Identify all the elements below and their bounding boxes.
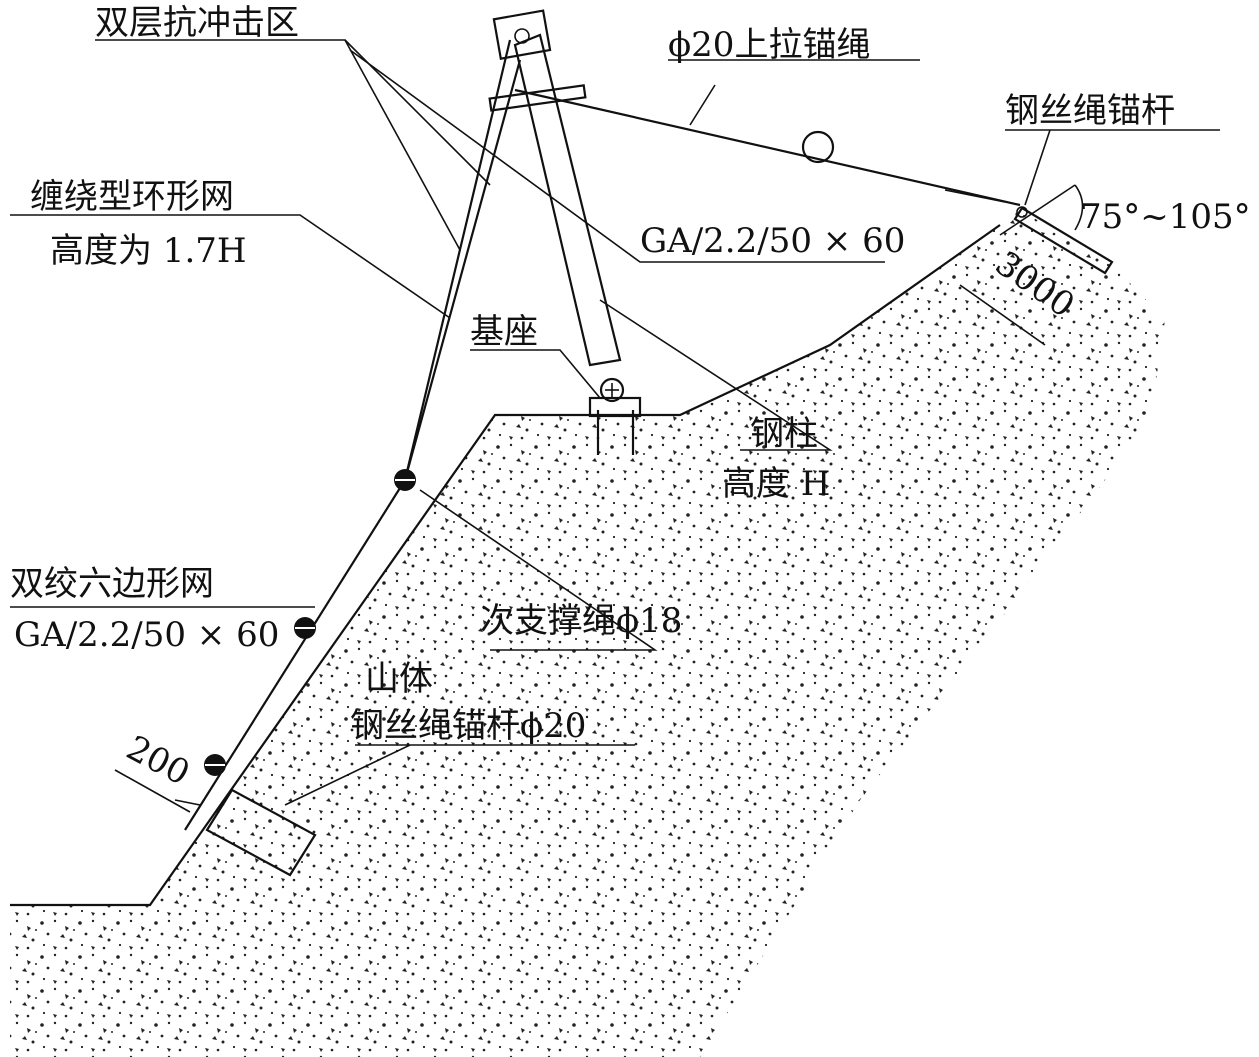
mountain-body bbox=[10, 210, 1165, 1057]
label-hex-net-spec: GA/2.2/50 × 60 bbox=[14, 615, 279, 655]
label-hex-net: 双绞六边形网 bbox=[10, 564, 214, 604]
label-wire-rope-anchor-bottom: 钢丝绳锚杆ϕ20 bbox=[350, 706, 586, 746]
column-top bbox=[492, 9, 552, 60]
base-icon bbox=[588, 377, 642, 455]
support-ball bbox=[394, 469, 416, 491]
label-wire-rope-anchor-top: 钢丝绳锚杆 bbox=[1005, 91, 1175, 131]
ring-net-line bbox=[403, 39, 512, 481]
support-ball bbox=[294, 617, 316, 639]
rope-ring bbox=[801, 130, 835, 164]
top-anchor-rod bbox=[959, 184, 1114, 346]
leader-lines bbox=[10, 39, 1220, 806]
upper-anchor-rope bbox=[514, 88, 1021, 207]
bottom-anchor-rod bbox=[205, 788, 317, 877]
steel-column bbox=[513, 33, 622, 367]
label-ring-net-height: 高度为 1.7H bbox=[50, 231, 247, 271]
label-mountain: 山体 bbox=[365, 659, 433, 699]
label-upper-anchor-rope: ϕ20上拉锚绳 bbox=[668, 25, 870, 65]
label-column-height: 高度 H bbox=[722, 464, 830, 504]
slope-profile bbox=[10, 224, 1001, 907]
label-base: 基座 bbox=[470, 312, 538, 352]
label-double-impact-zone: 双层抗冲击区 bbox=[95, 3, 299, 43]
label-ring-net: 缠绕型环形网 bbox=[30, 177, 234, 217]
label-ga-spec-top: GA/2.2/50 × 60 bbox=[640, 221, 905, 261]
label-steel-column: 钢柱 bbox=[750, 414, 818, 454]
label-secondary-support-rope: 次支撑绳ϕ18 bbox=[480, 601, 682, 641]
ring-net-line-2 bbox=[403, 59, 522, 481]
label-offset-dim: 200 bbox=[120, 728, 196, 794]
support-ball bbox=[204, 754, 226, 776]
label-angle-range: 75°~105° bbox=[1080, 197, 1251, 237]
